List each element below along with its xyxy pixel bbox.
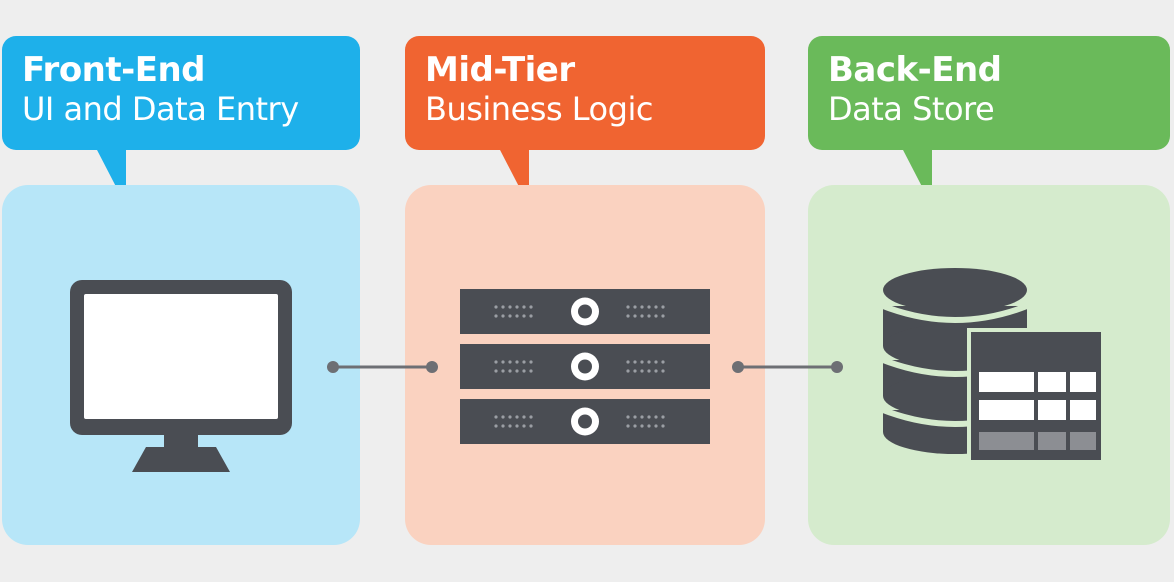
connector-mid-back [732,361,843,373]
mid-tier-title: Mid-Tier [425,50,575,90]
table-cell [1070,372,1096,392]
table-cell [1070,432,1096,450]
server-unit [460,289,710,334]
table-cell [979,400,1034,420]
table-cell [1038,432,1066,450]
table-cell [979,372,1034,392]
back-end-callout: Back-End Data Store [808,36,1170,206]
server-rack-icon [460,289,710,444]
connector-front-mid [327,361,438,373]
front-end-title: Front-End [22,50,206,90]
back-end-title: Back-End [828,50,1002,90]
mid-tier-subtitle: Business Logic [425,90,653,128]
table-cell [1070,400,1096,420]
server-unit [460,344,710,389]
table-icon [967,328,1103,462]
front-end-subtitle: UI and Data Entry [22,90,299,128]
monitor-icon [70,280,292,472]
table-cell [979,432,1034,450]
mid-tier-callout: Mid-Tier Business Logic [405,36,765,206]
table-cell [1038,372,1066,392]
back-end-subtitle: Data Store [828,90,995,128]
server-unit [460,399,710,444]
database-table-icon [881,268,1103,462]
table-cell [1038,400,1066,420]
front-end-callout: Front-End UI and Data Entry [2,36,360,206]
